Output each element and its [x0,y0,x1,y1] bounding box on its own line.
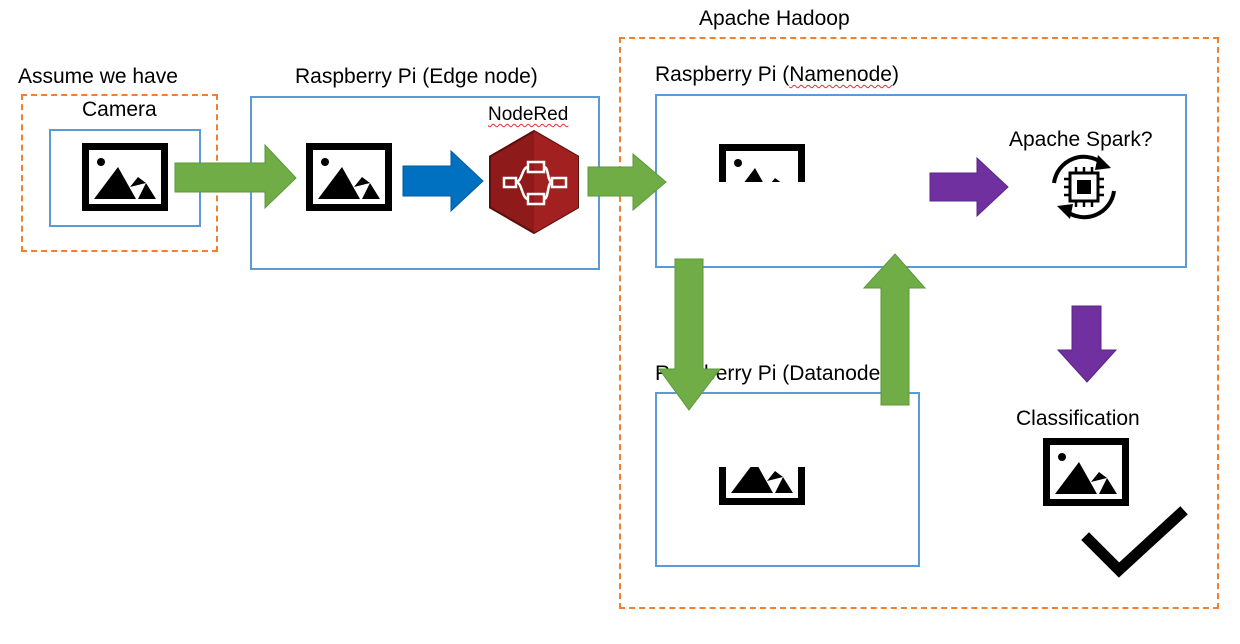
nodered-label: NodeRed [488,104,569,125]
camera-group-label: Assume we have [18,65,178,88]
datanode-box [655,392,920,567]
datanode-label-word: Datanode [789,362,881,385]
camera-image-icon [86,147,165,208]
namenode-label-suffix: ) [891,63,899,86]
classification-image-icon [1047,442,1126,503]
namenode-to-datanode-arrow [658,258,722,411]
namenode-label-word: Namenode [789,63,892,86]
camera-to-edge-arrow [174,143,297,210]
edge-to-namenode-arrow [587,152,667,212]
hadoop-title: Apache Hadoop [699,7,850,30]
processor-cycle-icon [1052,154,1116,220]
edge-image-icon [310,147,389,208]
namenode-label: Raspberry Pi (Namenode) [655,64,899,85]
classification-label: Classification [1016,407,1140,430]
hadoop-cluster-boundary [619,37,1219,609]
namenode-to-spark-arrow [929,156,1009,218]
checkmark-icon [1081,506,1188,578]
nodered-logo-icon [489,129,579,235]
edge-node-label: Raspberry Pi (Edge node) [295,65,538,88]
spark-to-classification-arrow [1056,305,1118,383]
spark-label: Apache Spark? [1009,128,1153,151]
namenode-image-icon [723,148,802,209]
namenode-label-prefix: Raspberry Pi ( [655,63,790,86]
image-to-nodered-arrow [402,149,484,213]
datanode-image-icon [723,441,802,502]
camera-label: Camera [82,98,157,121]
datanode-to-namenode-arrow [862,253,927,406]
